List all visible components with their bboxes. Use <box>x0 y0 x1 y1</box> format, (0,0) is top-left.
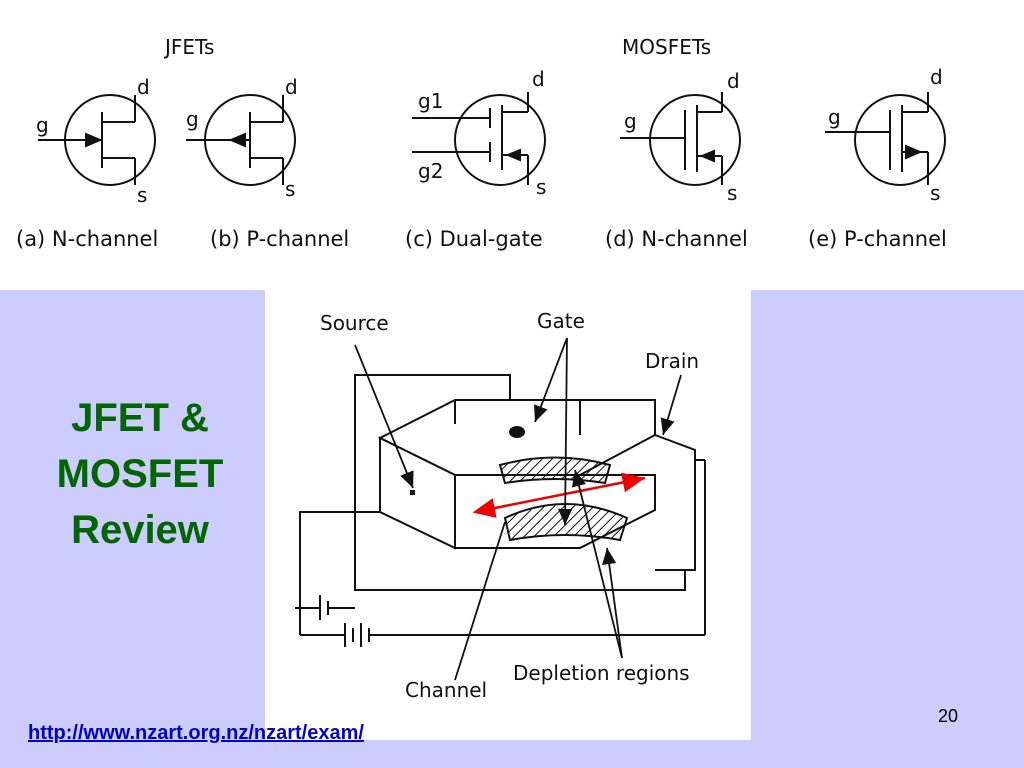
page-number: 20 <box>938 706 959 726</box>
jfet-group-label: JFETs <box>163 35 214 59</box>
symbol-mosfet-n <box>620 92 741 186</box>
terminal-gate1-label: g1 <box>418 89 443 113</box>
jfet-structure-diagram: Source Gate Drain Channel Depletion regi… <box>295 309 706 702</box>
terminal-gate-label: g <box>624 109 637 133</box>
terminal-source-label: s <box>137 183 147 207</box>
depletion-regions-label: Depletion regions <box>513 661 690 685</box>
terminal-drain-label: d <box>137 75 150 99</box>
jfet-structure-panel: Source Gate Drain Channel Depletion regi… <box>265 290 751 740</box>
symbol-mosfet-p <box>825 92 946 186</box>
caption-b: (b) P-channel <box>210 227 349 251</box>
terminal-source-label: s <box>536 175 546 199</box>
symbol-mosfet-dual-gate <box>412 92 546 186</box>
terminal-drain-label: d <box>930 65 943 89</box>
gate-label: Gate <box>537 309 585 333</box>
terminal-gate-label: g <box>36 113 49 137</box>
title-line-2: MOSFET <box>56 452 224 496</box>
terminal-gate2-label: g2 <box>418 159 443 183</box>
terminal-drain-label: d <box>727 69 740 93</box>
title-line-3: Review <box>71 508 209 552</box>
caption-a: (a) N-channel <box>16 227 158 251</box>
terminal-source-label: s <box>930 181 940 205</box>
terminal-drain-label: d <box>532 67 545 91</box>
terminal-source-label: s <box>727 181 737 205</box>
slide-title: JFET & MOSFET Review <box>20 390 260 558</box>
terminal-source-label: s <box>285 177 295 201</box>
transistor-symbols: JFETs MOSFETs g d s g d s g1 g2 d s g d … <box>16 35 947 251</box>
caption-c: (c) Dual-gate <box>405 227 543 251</box>
drain-label: Drain <box>645 349 699 373</box>
terminal-gate-label: g <box>828 105 841 129</box>
source-link[interactable]: http://www.nzart.org.nz/nzart/exam/ <box>28 722 364 744</box>
mosfet-group-label: MOSFETs <box>622 35 711 59</box>
symbols-panel: JFETs MOSFETs g d s g d s g1 g2 d s g d … <box>0 0 1024 290</box>
channel-current-arrow <box>472 472 646 518</box>
terminal-gate-label: g <box>186 107 199 131</box>
caption-d: (d) N-channel <box>605 227 748 251</box>
symbol-jfet-n <box>38 94 156 186</box>
terminal-drain-label: d <box>285 75 298 99</box>
source-label: Source <box>320 311 389 335</box>
title-line-1: JFET & <box>71 396 209 440</box>
caption-e: (e) P-channel <box>808 227 947 251</box>
symbol-jfet-p <box>186 94 296 186</box>
channel-label: Channel <box>405 678 487 702</box>
